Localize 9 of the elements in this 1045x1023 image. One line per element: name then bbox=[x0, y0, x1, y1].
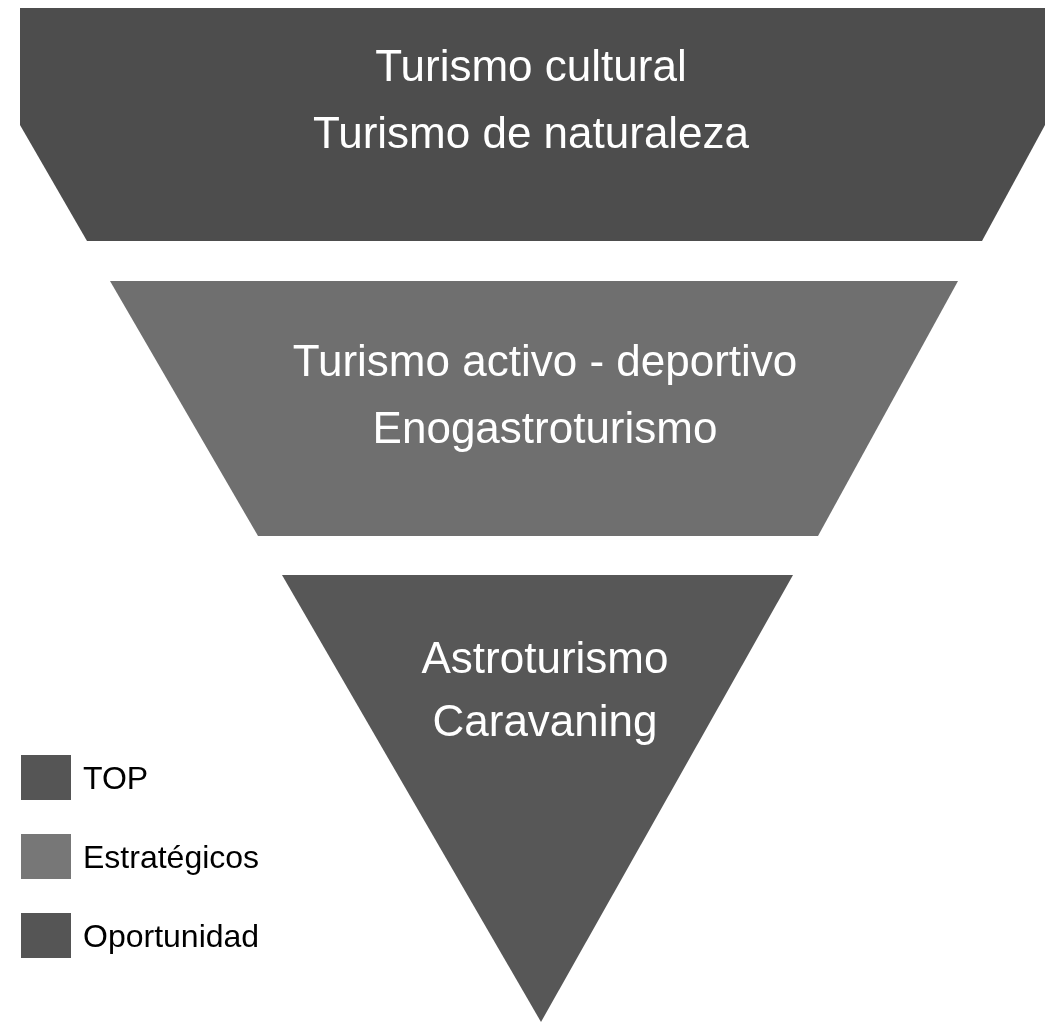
legend-label: Oportunidad bbox=[83, 920, 260, 952]
category-text: Turismo cultural bbox=[375, 44, 687, 88]
legend-label: TOP bbox=[83, 762, 149, 794]
category-text: Caravaning bbox=[432, 699, 658, 743]
category-text: Astroturismo bbox=[421, 636, 669, 680]
category-text: Turismo de naturaleza bbox=[312, 111, 750, 155]
category-text: Turismo activo - deportivo bbox=[292, 339, 798, 383]
category-text: Enogastroturismo bbox=[372, 406, 718, 450]
legend-label: Estratégicos bbox=[83, 841, 260, 873]
